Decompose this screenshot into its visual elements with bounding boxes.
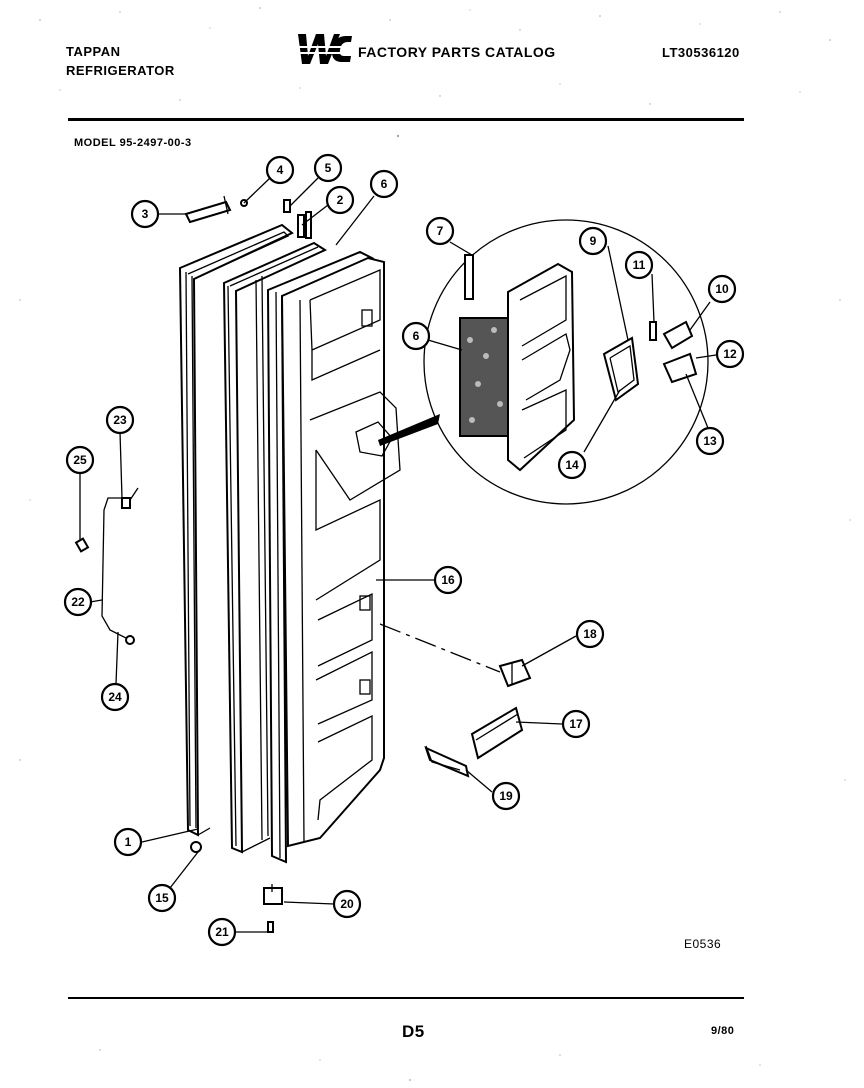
dispenser-detail-circle [378,219,709,505]
callout-15: 15 [147,883,177,913]
callout-3: 3 [130,199,160,229]
svg-text:15: 15 [155,891,169,905]
callout-24: 24 [100,682,130,712]
svg-text:14: 14 [565,458,579,472]
svg-text:22: 22 [71,595,85,609]
shelf-parts [424,658,532,778]
callout-14: 14 [557,450,587,480]
callout-10: 10 [707,274,737,304]
callout-20: 20 [332,889,362,919]
svg-text:19: 19 [499,789,513,803]
callout-18: 18 [575,619,605,649]
svg-text:25: 25 [73,453,87,467]
svg-text:7: 7 [437,224,444,238]
svg-text:2: 2 [337,193,344,207]
callout-5: 5 [313,153,343,183]
callout-13: 13 [695,426,725,456]
svg-text:1: 1 [125,835,132,849]
callout-6: 6 [369,169,399,199]
svg-text:4: 4 [277,163,284,177]
svg-text:23: 23 [113,413,127,427]
callout-leaders [79,177,717,933]
svg-text:6: 6 [381,177,388,191]
hinge-parts [184,195,312,933]
callout-17: 17 [561,709,591,739]
catalog-number: LT30536120 [662,45,740,60]
wci-logo [296,34,352,64]
callout-9: 9 [578,226,608,256]
inner-door-liner [266,250,401,864]
svg-text:20: 20 [340,897,354,911]
svg-text:10: 10 [715,282,729,296]
svg-text:3: 3 [142,207,149,221]
callout-25: 25 [65,445,95,475]
svg-text:9: 9 [590,234,597,248]
callout-2: 2 [325,185,355,215]
handle-assembly [74,487,139,645]
catalog-title: FACTORY PARTS CATALOG [358,44,556,60]
callout-19: 19 [491,781,521,811]
header-rule [68,118,744,121]
svg-text:13: 13 [703,434,717,448]
svg-text:17: 17 [569,717,583,731]
product-type: REFRIGERATOR [66,63,175,78]
brand-name: TAPPAN [66,44,121,59]
callout-4: 4 [265,155,295,185]
door-gasket [222,241,328,854]
callout-23: 23 [105,405,135,435]
page-number: D5 [402,1022,425,1041]
callout-7: 7 [425,216,455,246]
revision-date: 9/80 [711,1025,735,1037]
svg-text:16: 16 [441,573,455,587]
door-outer-panel [178,223,294,837]
callout-1: 1 [113,827,143,857]
footer-rule [68,997,744,999]
svg-text:21: 21 [215,925,229,939]
svg-text:11: 11 [633,258,646,272]
callout-11: 11 [624,250,654,280]
callout-16: 16 [433,565,463,595]
callout-22: 22 [63,587,93,617]
svg-text:5: 5 [325,161,332,175]
callout-6-detail: 6 [401,321,431,351]
svg-text:24: 24 [108,690,122,704]
svg-text:18: 18 [583,627,597,641]
svg-text:12: 12 [723,347,737,361]
svg-text:6: 6 [413,329,420,343]
callout-12: 12 [715,339,745,369]
callout-21: 21 [207,917,237,947]
diagram-code: E0536 [684,937,722,951]
model-number: MODEL 95-2497-00-3 [74,137,192,149]
